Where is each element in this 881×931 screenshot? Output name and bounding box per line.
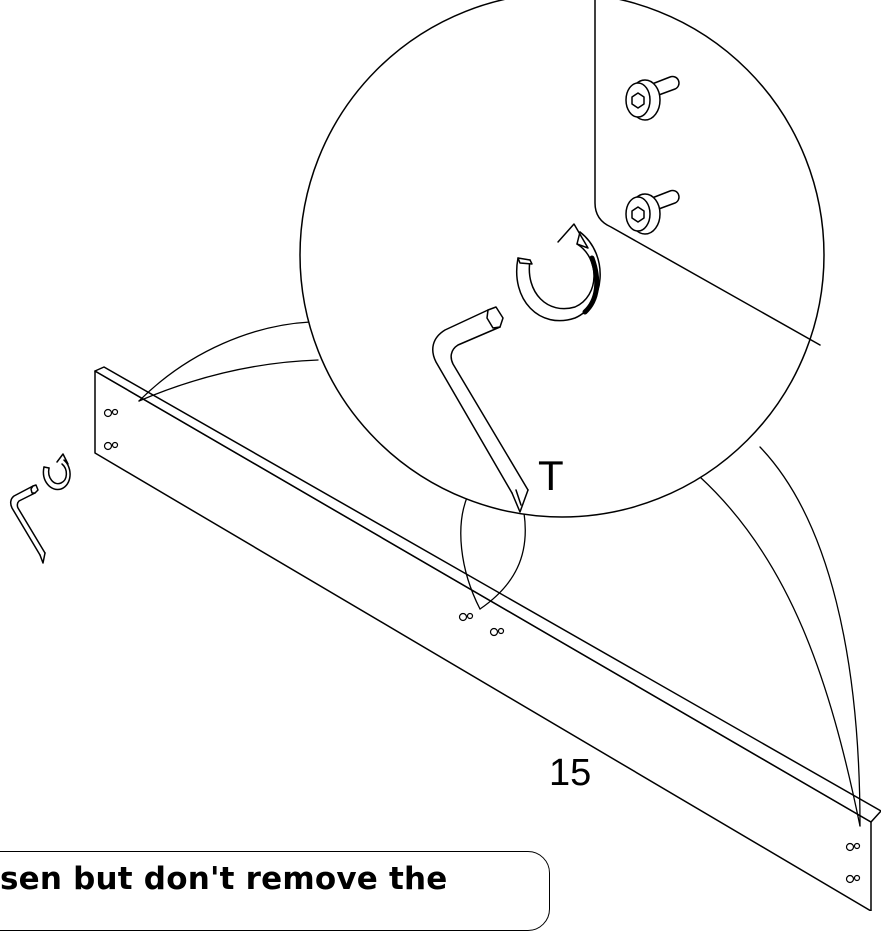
magnified-screw-bottom <box>625 189 680 235</box>
small-hex-key-icon <box>9 484 46 564</box>
part-number-label: 15 <box>549 752 592 794</box>
leader-lines <box>138 321 861 827</box>
rotate-arrow-icon <box>516 223 601 322</box>
assembly-drawing <box>9 0 881 912</box>
detail-magnifier <box>299 0 825 518</box>
small-rotate-arrow-icon <box>42 453 71 491</box>
tool-label: T <box>538 452 564 499</box>
panel-screw <box>103 408 861 884</box>
magnified-screw-top <box>625 75 680 121</box>
panel-part-15 <box>94 366 881 912</box>
instruction-text: sen but don't remove the <box>0 861 448 897</box>
hex-key-icon <box>432 306 529 513</box>
